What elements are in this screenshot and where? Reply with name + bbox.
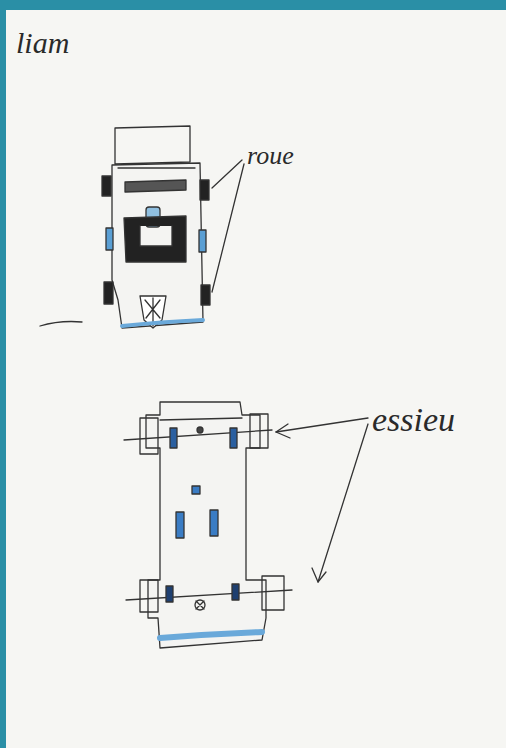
author-name: liam bbox=[16, 28, 69, 58]
part-label: essieu bbox=[372, 403, 455, 437]
part-label: roue bbox=[247, 143, 294, 169]
